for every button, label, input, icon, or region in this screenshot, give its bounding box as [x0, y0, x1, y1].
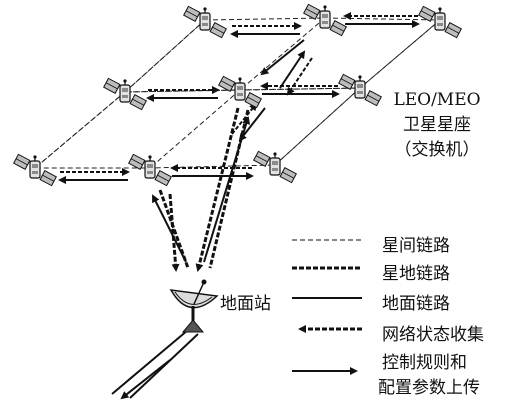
constellation-label: LEO/MEO 卫星星座 （交换机）	[372, 88, 502, 163]
sgl-e	[195, 107, 240, 272]
isl-diag-5	[149, 89, 241, 169]
sgl-b	[168, 193, 180, 272]
satellite-icon	[13, 153, 57, 187]
legend-item-gl: 地面链路	[290, 286, 505, 316]
top-plane-outline	[123, 17, 442, 93]
satellite-icon	[128, 153, 172, 187]
satellite-icon	[253, 150, 297, 184]
legend-item-collect: 网络状态收集	[290, 317, 505, 347]
arrow-top-down	[260, 39, 305, 76]
arrow-mid-up	[279, 50, 306, 89]
ground-station-dish-icon	[169, 279, 219, 333]
arrow-mid-up-back	[286, 57, 313, 96]
isl-diag-1	[124, 19, 206, 93]
isl-diag-6	[274, 87, 361, 166]
isl-diag-2	[239, 17, 326, 91]
legend-lines	[292, 239, 362, 375]
constellation-name-line2: 卫星星座	[403, 115, 471, 135]
sgl-f	[203, 116, 251, 263]
sgl-c	[152, 194, 187, 263]
ground-station-label: 地面站	[220, 294, 271, 314]
constellation-name-line3: （交换机）	[394, 140, 480, 160]
legend-label-collect: 网络状态收集	[382, 325, 484, 345]
legend-item-sgl: 星地链路	[290, 256, 505, 286]
legend-label-gl: 地面链路	[382, 294, 450, 314]
ground-link-1	[111, 329, 189, 395]
legend-label-isl: 星间链路	[382, 236, 450, 256]
isl-diag-4	[34, 91, 126, 169]
sgl-d	[208, 109, 250, 269]
bottom-plane-outline	[33, 87, 362, 169]
isl-diag-3	[359, 19, 441, 89]
ground-links	[111, 329, 199, 400]
legend-label-sgl: 星地链路	[382, 264, 450, 284]
arrow-mid-down	[238, 107, 266, 142]
legend-item-upload: 控制规则和 配置参数上传	[290, 346, 505, 400]
legend-item-isl: 星间链路	[290, 228, 505, 258]
legend-label-upload-line2: 配置参数上传	[378, 378, 480, 398]
ground-link-arrow	[120, 359, 171, 400]
satellite-ground-links	[152, 107, 251, 272]
constellation-name-line1: LEO/MEO	[393, 90, 481, 110]
legend-label-upload-line1: 控制规则和	[382, 353, 467, 373]
